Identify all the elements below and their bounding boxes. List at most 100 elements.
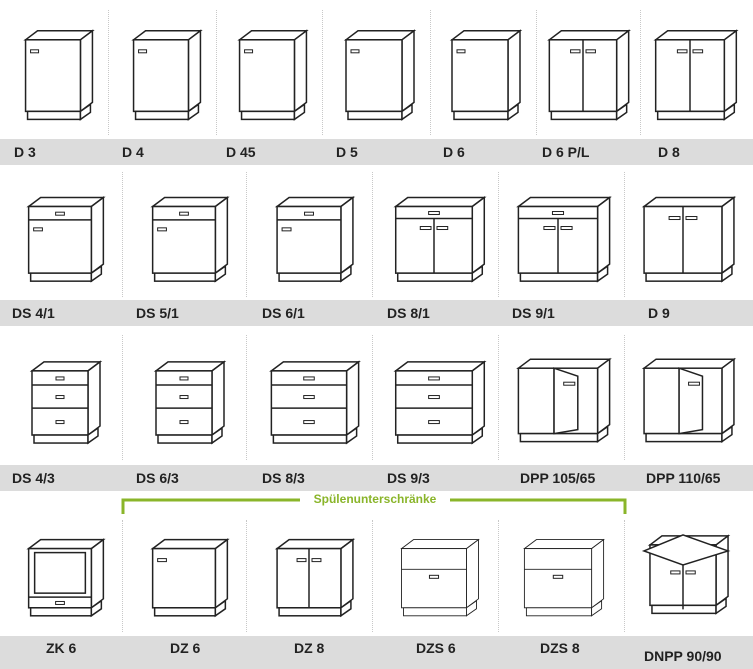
cabinet-ZK-6[interactable]: ZK 6 — [10, 522, 122, 662]
cabinet-DZ-8[interactable]: DZ 8 — [258, 522, 372, 662]
cabinet-drawing — [641, 357, 737, 444]
cabinet-DS-6-1[interactable]: DS 6/1 — [258, 178, 372, 328]
cabinet-code: DS 4/3 — [12, 470, 55, 486]
cabinet-DS-4-3[interactable]: DS 4/3 — [10, 343, 122, 493]
cabinet-drawing — [653, 29, 739, 121]
cabinet-DS-4-1[interactable]: DS 4/1 — [10, 178, 122, 328]
separator — [246, 172, 247, 297]
label-band-row-1 — [0, 139, 753, 165]
separator — [498, 172, 499, 297]
cabinet-code: DZ 6 — [170, 640, 201, 656]
sink-cabinets-label: Spülenunterschränke — [300, 492, 450, 506]
cabinet-code: DS 6/1 — [262, 305, 305, 321]
cabinet-drawing — [153, 360, 227, 445]
cabinet-code: DZS 6 — [416, 640, 456, 656]
cabinet-drawing — [547, 29, 631, 121]
cabinet-drawing — [523, 538, 605, 617]
separator — [322, 10, 323, 135]
separator — [430, 10, 431, 135]
cabinet-DS-9-3[interactable]: DS 9/3 — [382, 343, 498, 493]
cabinet-drawing — [131, 29, 203, 121]
separator — [122, 172, 123, 297]
cabinet-DPP-105-65[interactable]: DPP 105/65 — [504, 340, 624, 492]
cabinet-drawing — [641, 196, 737, 283]
cabinet-drawing — [274, 538, 356, 618]
cabinet-DS-8-1[interactable]: DS 8/1 — [382, 178, 498, 328]
cabinet-drawing — [150, 538, 230, 618]
cabinet-D-5[interactable]: D 5 — [330, 10, 430, 165]
cabinet-code: DS 4/1 — [12, 305, 55, 321]
label-band-row-4 — [0, 636, 753, 669]
cabinet-drawing — [393, 196, 487, 283]
cabinet-code: DPP 105/65 — [520, 470, 596, 486]
cabinet-code: ZK 6 — [46, 640, 77, 656]
separator — [122, 335, 123, 460]
cabinet-code: DS 9/1 — [512, 305, 555, 321]
cabinet-DZS-8[interactable]: DZS 8 — [504, 522, 624, 662]
cabinet-code: D 9 — [648, 305, 670, 321]
separator — [624, 335, 625, 460]
cabinet-code: D 8 — [658, 144, 680, 160]
cabinet-drawing — [516, 196, 612, 283]
cabinet-DS-6-3[interactable]: DS 6/3 — [134, 343, 246, 493]
cabinet-drawing — [274, 196, 356, 283]
cabinet-D-45[interactable]: D 45 — [224, 10, 322, 165]
cabinet-code: D 45 — [226, 144, 256, 160]
cabinet-DNPP-90-90[interactable]: DNPP 90/90 — [630, 518, 748, 668]
cabinet-code: D 5 — [336, 144, 358, 160]
label-band-row-2 — [0, 300, 753, 326]
cabinet-code: DNPP 90/90 — [644, 648, 722, 664]
separator — [372, 172, 373, 297]
cabinet-DS-8-3[interactable]: DS 8/3 — [258, 343, 372, 493]
separator — [246, 520, 247, 632]
cabinet-DPP-110-65[interactable]: DPP 110/65 — [630, 340, 748, 492]
label-band-row-3 — [0, 465, 753, 491]
cabinet-DS-9-1[interactable]: DS 9/1 — [504, 178, 624, 328]
cabinet-drawing — [237, 29, 309, 121]
separator — [108, 10, 109, 135]
separator — [372, 520, 373, 632]
cabinet-DS-5-1[interactable]: DS 5/1 — [134, 178, 246, 328]
cabinet-drawing — [26, 196, 106, 283]
cabinet-code: DZ 8 — [294, 640, 325, 656]
cabinet-drawing — [400, 538, 480, 617]
cabinet-code: DS 9/3 — [387, 470, 430, 486]
separator — [122, 520, 123, 632]
separator — [624, 520, 625, 632]
cabinet-drawing — [393, 360, 487, 445]
cabinet-code: DPP 110/65 — [646, 470, 721, 486]
separator — [624, 172, 625, 297]
cabinet-code: DS 8/3 — [262, 470, 305, 486]
cabinet-code: D 3 — [14, 144, 36, 160]
cabinet-drawing — [26, 538, 106, 618]
cabinet-code: D 6 P/L — [542, 144, 590, 160]
cabinet-drawing — [29, 360, 103, 445]
cabinet-drawing — [150, 196, 230, 283]
cabinet-D-3[interactable]: D 3 — [10, 10, 108, 165]
cabinet-drawing — [23, 29, 95, 121]
separator — [372, 335, 373, 460]
cabinet-D-9[interactable]: D 9 — [630, 178, 748, 328]
separator — [216, 10, 217, 135]
cabinet-D-6[interactable]: D 6 — [436, 10, 536, 165]
separator — [498, 335, 499, 460]
cabinet-D-6-P-L[interactable]: D 6 P/L — [538, 10, 640, 165]
cabinet-drawing — [516, 357, 612, 444]
cabinet-D-8[interactable]: D 8 — [644, 10, 748, 165]
separator — [536, 10, 537, 135]
cabinet-DZ-6[interactable]: DZ 6 — [134, 522, 246, 662]
cabinet-drawing — [449, 29, 523, 121]
cabinet-drawing — [641, 534, 731, 615]
cabinet-code: DS 8/1 — [387, 305, 430, 321]
cabinet-code: DZS 8 — [540, 640, 580, 656]
cabinet-drawing — [343, 29, 417, 121]
cabinet-DZS-6[interactable]: DZS 6 — [382, 522, 498, 662]
cabinet-code: D 6 — [443, 144, 465, 160]
cabinet-drawing — [269, 360, 361, 445]
cabinet-D-4[interactable]: D 4 — [118, 10, 216, 165]
separator — [246, 335, 247, 460]
cabinet-code: D 4 — [122, 144, 144, 160]
separator — [640, 10, 641, 135]
cabinet-code: DS 5/1 — [136, 305, 179, 321]
cabinet-code: DS 6/3 — [136, 470, 179, 486]
